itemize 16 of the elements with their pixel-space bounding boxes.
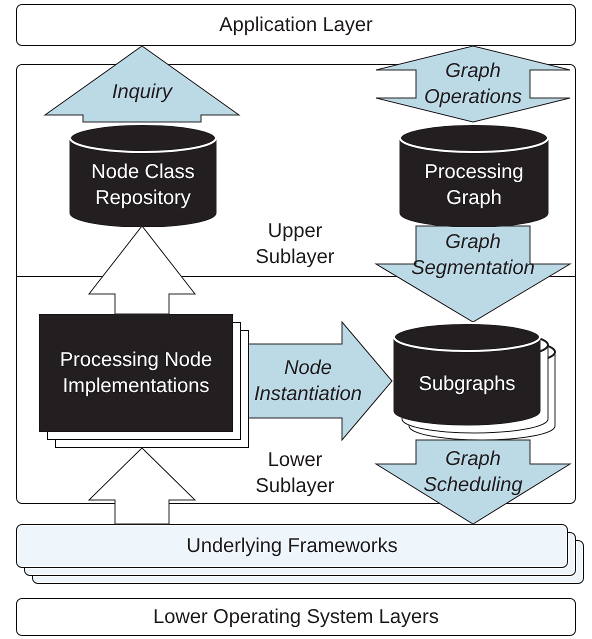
layer-box: Lower Operating System Layers bbox=[16, 598, 576, 636]
sublayer-label: Upper Sublayer bbox=[254, 219, 336, 270]
edge-label: Graph Segmentation bbox=[410, 230, 536, 281]
sublayer-label: Lower Sublayer bbox=[254, 448, 336, 499]
edge-label: Graph Operations bbox=[423, 59, 523, 110]
block-arrow bbox=[248, 320, 393, 442]
edge-label: Graph Scheduling bbox=[422, 447, 524, 498]
block-arrow bbox=[374, 226, 572, 323]
layer-box: Application Layer bbox=[16, 4, 576, 46]
block-arrow bbox=[43, 45, 241, 122]
edge-label: Inquiry bbox=[110, 80, 174, 105]
block-arrow bbox=[376, 45, 570, 123]
block-arrow bbox=[374, 440, 572, 525]
edge-label: Node Instantiation bbox=[253, 356, 363, 407]
block-arrow bbox=[88, 447, 196, 524]
block-arrow bbox=[88, 225, 196, 314]
